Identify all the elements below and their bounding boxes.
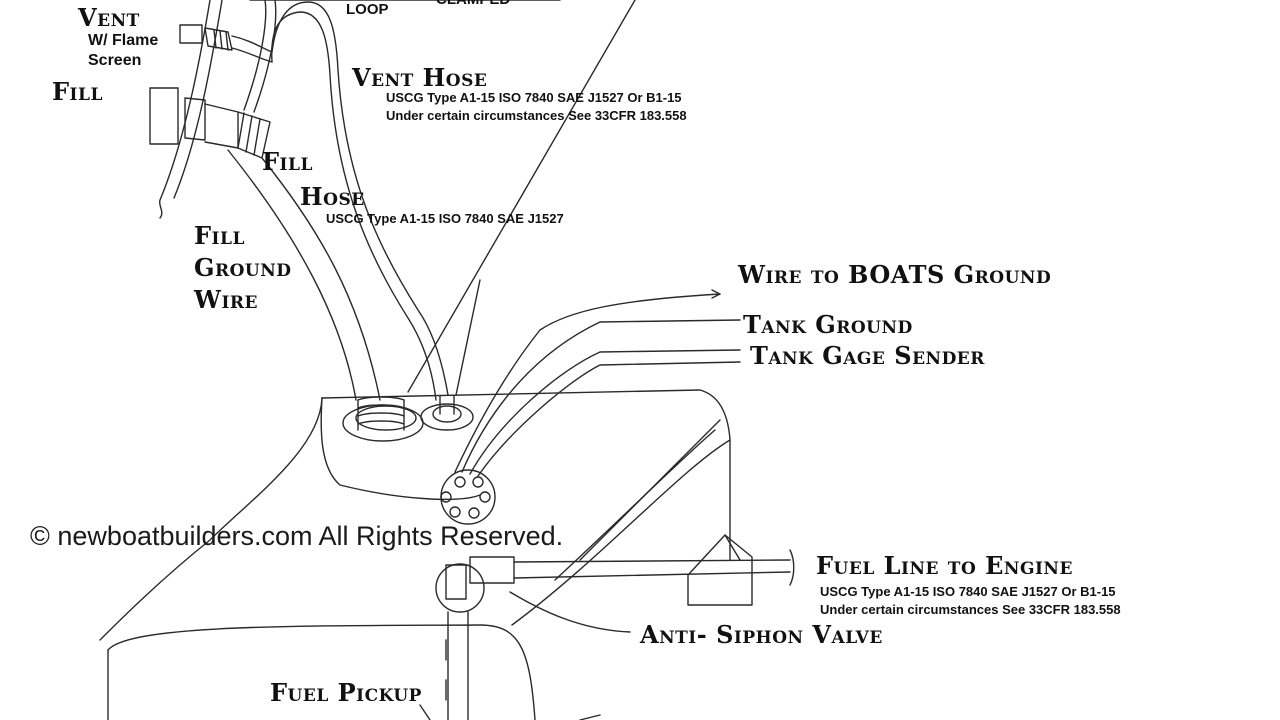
fill-ground-label-1: Fill	[194, 221, 245, 250]
loop-label: LOOP	[346, 1, 389, 18]
vent-screen-label: Screen	[88, 52, 142, 69]
fuel-pickup-leader	[419, 704, 601, 720]
vent-hose-label: Vent Hose	[352, 63, 488, 92]
clamped-label: CLAMPED	[436, 0, 510, 10]
fill-hose-label-2: Hose	[300, 182, 365, 211]
vent-hose-spec-1: USCG Type A1-15 ISO 7840 SAE J1527 Or B1…	[386, 90, 682, 105]
fuel-line-spec-1: USCG Type A1-15 ISO 7840 SAE J1527 Or B1…	[820, 584, 1116, 599]
vent-port	[420, 395, 474, 431]
fill-label: Fill	[52, 77, 103, 106]
fuel-line-assembly	[435, 534, 795, 720]
anti-siphon-label: Anti- Siphon Valve	[640, 620, 883, 649]
fuel-line-spec-2: Under certain circumstances See 33CFR 18…	[820, 602, 1121, 617]
leader-lines	[249, 0, 636, 396]
wires	[454, 289, 741, 477]
gage-sender	[440, 469, 496, 525]
tank-gage-sender-label: Tank Gage Sender	[750, 341, 985, 370]
wire-to-boats-ground-label: Wire to BOATS Ground	[738, 260, 1052, 289]
vent-flame-label: W/ Flame	[88, 32, 159, 49]
vent-hose	[243, 0, 449, 401]
vent-label: Vent	[78, 3, 140, 32]
fill-ground-label-3: Wire	[194, 285, 258, 314]
fill-ground-label-2: Ground	[194, 253, 292, 282]
vent-hose-spec-2: Under certain circumstances See 33CFR 18…	[386, 108, 687, 123]
fuel-tank	[99, 389, 731, 720]
tank-ground-label: Tank Ground	[743, 310, 913, 339]
vent-fitting	[179, 24, 273, 63]
fuel-line-label: Fuel Line to Engine	[816, 551, 1073, 580]
fill-fitting	[149, 87, 271, 159]
hull-side	[158, 0, 223, 219]
copyright-notice: © newboatbuilders.com All Rights Reserve…	[30, 521, 564, 551]
fill-hose-spec: USCG Type A1-15 ISO 7840 SAE J1527	[326, 211, 564, 226]
fuel-pickup-label: Fuel Pickup	[270, 678, 422, 707]
fill-hose-label-1: Fill	[262, 147, 313, 176]
